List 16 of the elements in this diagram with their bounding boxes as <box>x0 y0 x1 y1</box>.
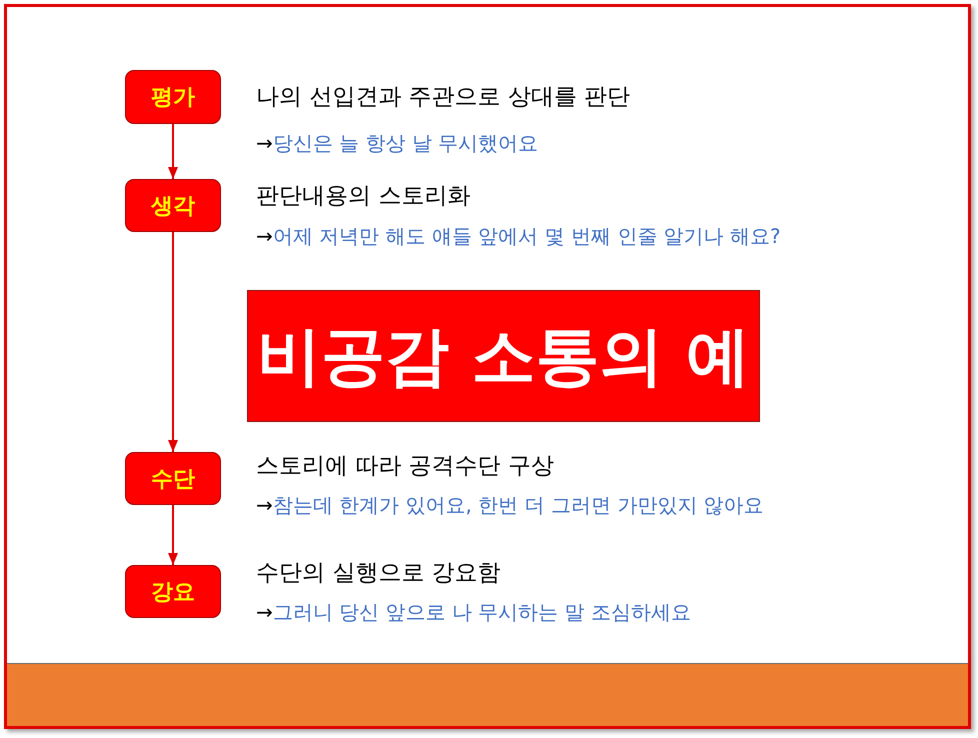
description-text: 나의 선입견과 주관으로 상대를 판단 <box>256 83 630 111</box>
example-text: →참는데 한계가 있어요, 한번 더 그러면 가만있지 않아요 <box>256 493 764 517</box>
example-text: →어제 저녁만 해도 얘들 앞에서 몇 번째 인줄 알기나 해요? <box>256 224 781 248</box>
description-text: 스토리에 따라 공격수단 구상 <box>256 452 554 480</box>
arrow <box>168 124 178 179</box>
process-box: 강요 <box>125 565 221 618</box>
process-box: 생각 <box>125 179 221 232</box>
process-box: 수단 <box>125 452 221 505</box>
example-text: →당신은 늘 항상 날 무시했어요 <box>256 131 538 155</box>
arrow <box>168 232 178 452</box>
title-banner: 비공감 소통의 예 <box>247 290 760 422</box>
description-text: 판단내용의 스토리화 <box>256 182 470 210</box>
description-text: 수단의 실행으로 강요함 <box>256 559 501 587</box>
process-box: 평가 <box>125 70 221 124</box>
arrow <box>168 505 178 565</box>
example-text: →그러니 당신 앞으로 나 무시하는 말 조심하세요 <box>256 600 691 624</box>
